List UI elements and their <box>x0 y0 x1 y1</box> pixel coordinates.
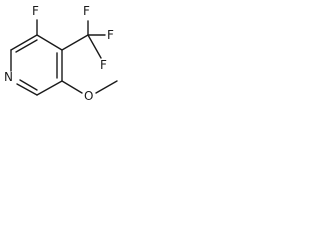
bond-c3-c4 <box>36 34 63 51</box>
bond-c2-c3-inner <box>15 39 38 53</box>
bond-cf3-fluorine-bottom <box>87 34 102 59</box>
bond-c5-c6 <box>36 80 63 96</box>
bond-c2-c3 <box>10 34 38 51</box>
bond-c6-n1 <box>16 83 38 96</box>
bond-c5-oxygen <box>61 80 83 94</box>
ring-nitrogen-label: N <box>4 70 13 84</box>
ring-fluorine-label: F <box>32 4 39 18</box>
cf3-fluorine-top-label: F <box>83 4 90 18</box>
cf3-fluorine-bottom-label: F <box>100 58 107 72</box>
oxygen-label: O <box>84 89 93 103</box>
bond-c6-n1-inner <box>19 79 38 91</box>
bond-oxygen-methyl <box>95 80 118 94</box>
bond-c4-cf3-carbon <box>61 34 89 51</box>
pyridine-ring <box>10 34 63 96</box>
cf3-fluorine-right-label: F <box>107 28 114 42</box>
molecular-structure: N F F F F O <box>4 4 118 103</box>
